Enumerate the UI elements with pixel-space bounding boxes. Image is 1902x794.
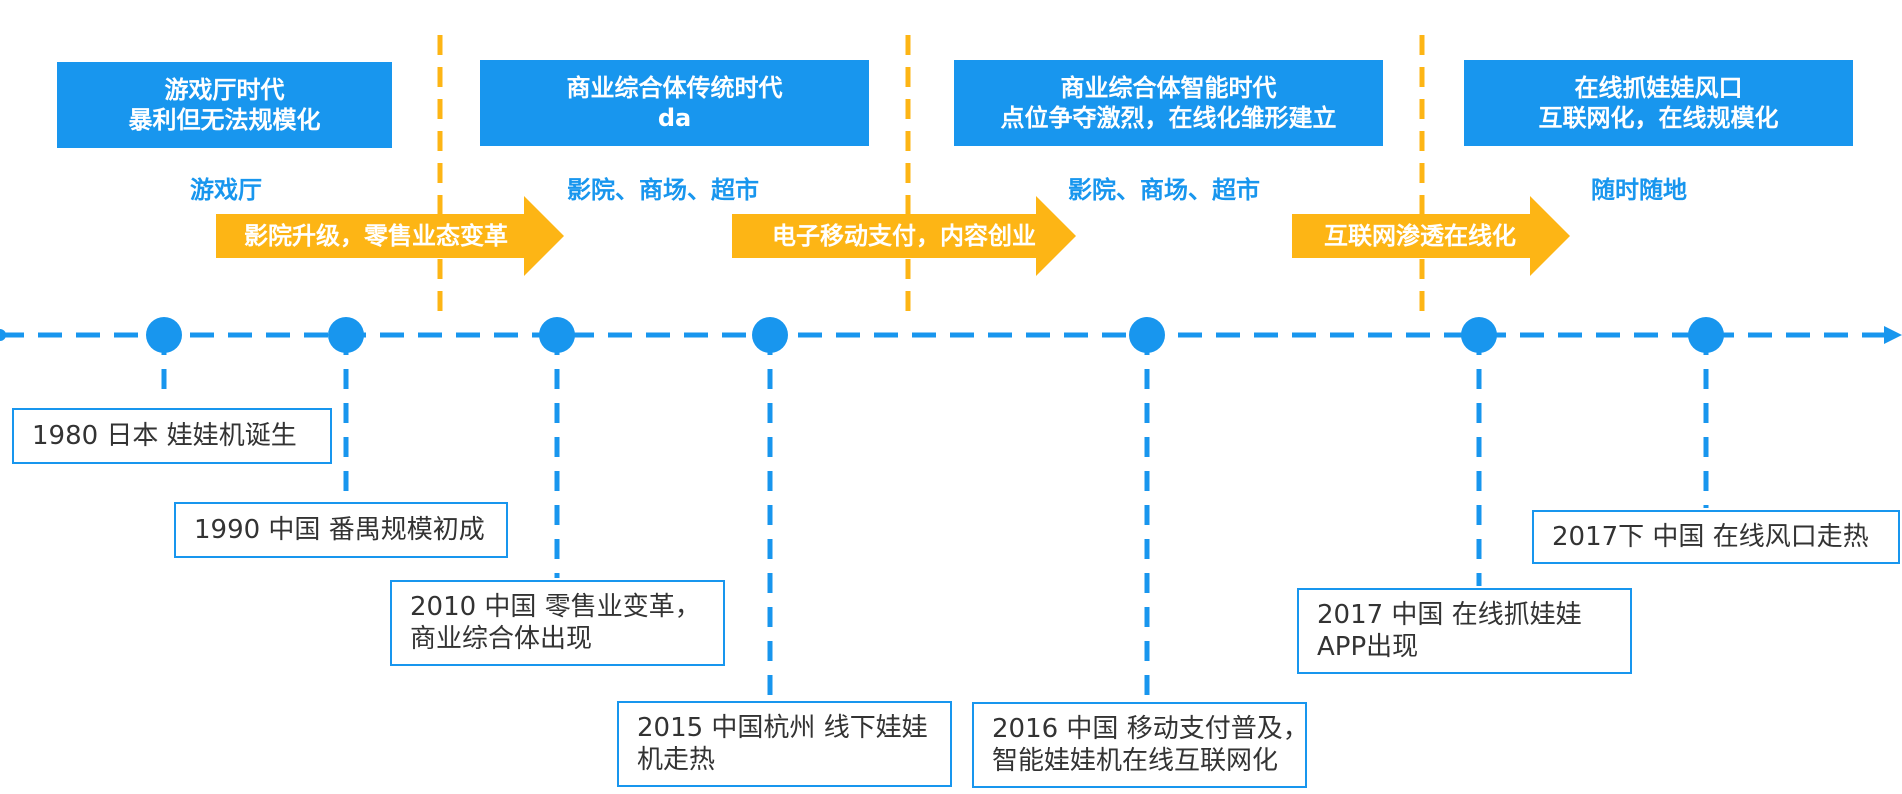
event-text-line2: APP出现	[1317, 632, 1419, 662]
event-text: 2015 中国杭州 线下娃娃	[637, 713, 928, 743]
era-title: 在线抓娃娃风口	[1574, 74, 1743, 102]
milestone-dot	[1461, 317, 1497, 353]
era-subtitle: da	[657, 104, 692, 132]
milestone-dot	[539, 317, 575, 353]
event-box-1990: 1990 中国 番禺规模初成	[174, 502, 508, 558]
event-text: 2017 中国 在线抓娃娃	[1317, 600, 1582, 630]
era-box-arcade: 游戏厅时代 暴利但无法规模化	[57, 62, 392, 148]
era-subtitle: 互联网化，在线规模化	[1538, 104, 1779, 132]
event-text: 2016 中国 移动支付普及，	[992, 714, 1309, 744]
transition-arrow: 互联网渗透在线化	[1292, 196, 1570, 276]
milestone-dot	[146, 317, 182, 353]
transition-arrow: 电子移动支付，内容创业	[732, 196, 1076, 276]
era-subtitle: 点位争夺激烈，在线化雏形建立	[1000, 104, 1337, 132]
era-title: 商业综合体传统时代	[566, 74, 783, 102]
event-text-line2: 机走热	[637, 745, 716, 775]
event-box-1980: 1980 日本 娃娃机诞生	[12, 408, 332, 464]
era-title: 游戏厅时代	[164, 76, 285, 104]
era-title: 商业综合体智能时代	[1060, 74, 1277, 102]
milestone-dot	[1688, 317, 1724, 353]
timeline-arrowhead	[1884, 326, 1902, 344]
arrowhead-icon	[1530, 196, 1570, 276]
milestone-dot	[1129, 317, 1165, 353]
era-place-label: 影院、商场、超市	[1068, 176, 1260, 204]
era-subtitle: 暴利但无法规模化	[128, 106, 321, 134]
event-text-line2: 智能娃娃机在线互联网化	[992, 746, 1279, 776]
event-box-2017-app: 2017 中国 在线抓娃娃 APP出现	[1297, 588, 1632, 674]
event-box-2015: 2015 中国杭州 线下娃娃 机走热	[617, 701, 952, 787]
transition-arrow: 影院升级，零售业态变革	[216, 196, 564, 276]
event-text: 1980 日本 娃娃机诞生	[32, 421, 297, 451]
event-box-2017-online: 2017下 中国 在线风口走热	[1532, 510, 1900, 564]
event-text: 2010 中国 零售业变革，	[410, 592, 701, 622]
transition-label: 互联网渗透在线化	[1324, 222, 1516, 250]
era-place-label: 游戏厅	[190, 176, 262, 204]
transition-label: 电子移动支付，内容创业	[772, 222, 1036, 250]
event-box-2010: 2010 中国 零售业变革， 商业综合体出现	[390, 580, 725, 666]
era-box-traditional: 商业综合体传统时代 da	[480, 60, 869, 146]
era-place-label: 影院、商场、超市	[567, 176, 759, 204]
event-text-line2: 商业综合体出现	[410, 624, 593, 654]
milestone-dot	[328, 317, 364, 353]
transition-label: 影院升级，零售业态变革	[244, 222, 508, 250]
event-box-2016: 2016 中国 移动支付普及， 智能娃娃机在线互联网化	[972, 702, 1309, 788]
milestone-dot	[752, 317, 788, 353]
arrowhead-icon	[1036, 196, 1076, 276]
event-text: 1990 中国 番禺规模初成	[194, 515, 485, 545]
era-place-label: 随时随地	[1591, 176, 1687, 204]
event-text: 2017下 中国 在线风口走热	[1552, 522, 1869, 552]
arrowhead-icon	[524, 196, 564, 276]
timeline-start-dot	[0, 329, 6, 341]
era-box-online: 在线抓娃娃风口 互联网化，在线规模化	[1464, 60, 1853, 146]
era-box-smart: 商业综合体智能时代 点位争夺激烈，在线化雏形建立	[954, 60, 1383, 146]
